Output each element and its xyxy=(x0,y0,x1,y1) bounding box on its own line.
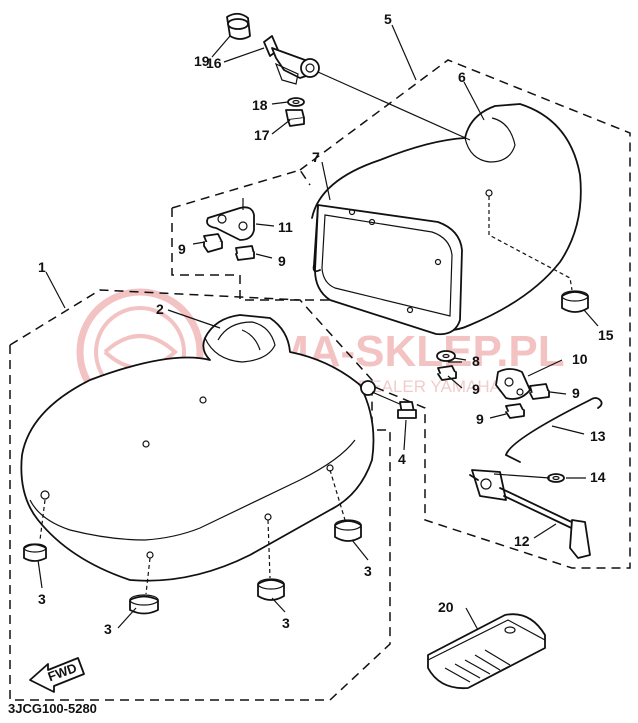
label-part-1: 1 xyxy=(38,259,46,275)
label-part-7: 7 xyxy=(312,149,320,165)
seat-lock-12 xyxy=(469,469,591,559)
nut-9-upper-left xyxy=(203,233,223,253)
label-part-2: 2 xyxy=(156,301,164,317)
label-part-9-d: 9 xyxy=(572,385,580,401)
label-part-6: 6 xyxy=(458,69,466,85)
damper-front-right-low xyxy=(257,578,285,601)
forward-arrow: FWD xyxy=(29,657,85,693)
washer-14 xyxy=(547,473,565,483)
tool-pouch-20 xyxy=(427,613,546,690)
bolt-4 xyxy=(360,380,417,419)
label-part-3-c: 3 xyxy=(282,615,290,631)
damper-front-right-high xyxy=(334,519,362,542)
nut-9-mid-left xyxy=(437,365,457,381)
label-part-18: 18 xyxy=(252,97,268,113)
diagram-code: 3JCG100-5280 xyxy=(8,701,97,716)
washer-18 xyxy=(287,97,305,107)
lock-cylinder-19 xyxy=(226,12,251,40)
damper-front-left xyxy=(23,543,47,562)
label-part-14: 14 xyxy=(590,469,606,485)
nut-9-mid-right xyxy=(529,383,550,400)
label-part-3-b: 3 xyxy=(104,621,112,637)
front-seat xyxy=(20,314,375,582)
label-part-20: 20 xyxy=(438,599,454,615)
label-part-11: 11 xyxy=(278,219,293,235)
nut-9-upper-center xyxy=(235,245,255,261)
label-part-9-b: 9 xyxy=(278,253,286,269)
nut-9-lower xyxy=(505,403,525,419)
label-part-3-a: 3 xyxy=(38,591,46,607)
label-part-9-e: 9 xyxy=(476,411,484,427)
bolt-17 xyxy=(285,109,305,127)
label-part-5: 5 xyxy=(384,11,392,27)
damper-15 xyxy=(488,196,589,313)
label-part-16: 16 xyxy=(206,55,222,71)
label-part-4: 4 xyxy=(398,451,406,467)
label-part-10: 10 xyxy=(572,351,588,367)
bracket-10 xyxy=(495,368,531,400)
label-part-3-d: 3 xyxy=(364,563,372,579)
label-part-17: 17 xyxy=(254,127,270,143)
label-part-8: 8 xyxy=(472,353,480,369)
grommet-8 xyxy=(436,350,456,362)
lock-holder-16 xyxy=(263,35,320,85)
bracket-11 xyxy=(206,198,255,241)
label-part-19: 19 xyxy=(194,53,210,69)
leader-lines xyxy=(37,24,599,631)
rear-seat-group-outline xyxy=(171,59,631,569)
label-part-12: 12 xyxy=(514,533,530,549)
label-part-13: 13 xyxy=(590,428,606,444)
label-part-9-a: 9 xyxy=(178,241,186,257)
damper-front-center xyxy=(129,594,159,615)
rear-seat xyxy=(311,103,582,336)
front-seat-group-outline xyxy=(9,289,391,701)
label-part-9-c: 9 xyxy=(472,381,480,397)
label-part-15: 15 xyxy=(598,327,614,343)
cable-13 xyxy=(505,397,603,463)
